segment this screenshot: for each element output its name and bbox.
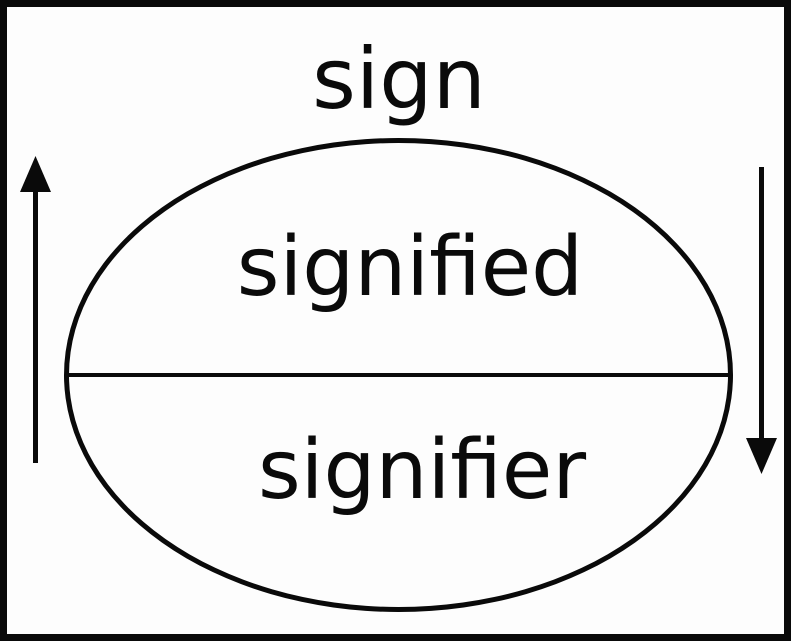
up-arrow-icon (20, 156, 51, 463)
ellipse-divider-line (66, 373, 731, 377)
sign-title-label: sign (312, 30, 486, 128)
down-arrow-icon (746, 167, 777, 474)
signifier-label: signifier (257, 423, 587, 518)
signified-label: signified (236, 220, 584, 315)
